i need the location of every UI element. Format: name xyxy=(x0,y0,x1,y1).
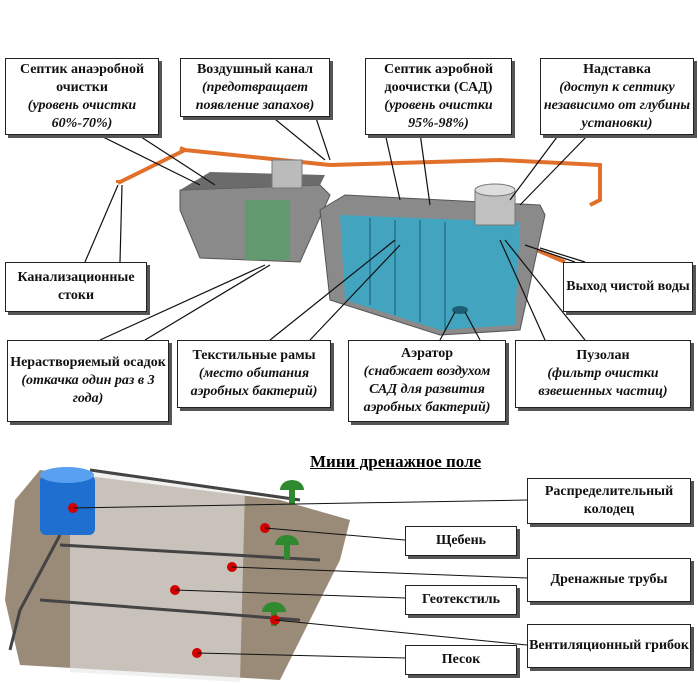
label-note: (уровень очистки 95%-98%) xyxy=(384,97,493,131)
label-note: (снабжает воздухом САД для развития аэро… xyxy=(363,364,491,415)
aerator xyxy=(452,306,468,314)
label-geotextile: Геотекстиль xyxy=(405,585,517,615)
label-title: Текстильные рамы xyxy=(192,348,316,363)
label-note: (уровень очистки 60%-70%) xyxy=(27,97,137,131)
label-title: Щебень xyxy=(435,533,487,548)
label-title: Септик анаэробной очистки xyxy=(19,61,145,95)
label-sediment: Нерастворяемый осадок (откачка один раз в… xyxy=(7,340,169,422)
label-extension: Надставка (доступ к септику независимо от… xyxy=(540,58,694,135)
label-note: (место обитания аэробных бактерий) xyxy=(190,366,318,399)
label-title: Песок xyxy=(441,652,481,667)
label-title: Воздушный канал xyxy=(196,61,314,77)
label-aerator: Аэратор (снабжает воздухом САД для развит… xyxy=(348,340,506,422)
geotextile xyxy=(70,470,245,682)
label-title: Нерастворяемый осадок xyxy=(10,355,166,370)
distribution-well xyxy=(40,475,95,535)
label-title: Выход чистой воды xyxy=(566,279,690,294)
label-distribution-well: Распределительный колодец xyxy=(527,478,691,524)
label-aerobic-septic: Септик аэробной доочистки (САД)(уровень … xyxy=(365,58,512,135)
label-title: Дренажные трубы xyxy=(550,572,668,587)
label-title: Надставка xyxy=(583,61,651,77)
label-title: Распределительный колодец xyxy=(544,484,674,517)
label-note: (фильтр очистки взвешенных частиц) xyxy=(538,366,668,399)
drain-pipes xyxy=(8,468,321,651)
label-title: Аэратор xyxy=(400,346,454,361)
label-title: Геотекстиль xyxy=(421,592,501,607)
orange-pipe xyxy=(116,146,602,264)
drain-field-title: Мини дренажное поле xyxy=(310,452,482,471)
label-vent-mushroom: Вентиляционный грибок xyxy=(527,624,691,668)
label-sewage-inlet: Канализационные стоки xyxy=(5,262,147,312)
label-textile-frames: Текстильные рамы (место обитания аэробных… xyxy=(177,340,331,408)
label-gravel: Щебень xyxy=(405,526,517,556)
label-sand: Песок xyxy=(405,645,517,675)
label-title: Канализационные стоки xyxy=(17,270,135,303)
air-channel-cap xyxy=(271,159,303,189)
label-note: (откачка один раз в 3 года) xyxy=(21,373,155,406)
label-title: Пузолан xyxy=(576,348,630,363)
label-drain-pipes: Дренажные трубы xyxy=(527,558,691,602)
label-clean-water-outlet: Выход чистой воды xyxy=(563,262,693,312)
label-note: (предотвращает появление запахов) xyxy=(195,79,315,113)
aerobic-tank-water xyxy=(340,215,520,330)
anaerobic-tank-cutaway xyxy=(245,200,290,260)
label-pozzolan: Пузолан (фильтр очистки взвешенных частиц… xyxy=(515,340,691,408)
vent-mushrooms xyxy=(262,480,304,626)
label-note: (доступ к септику независимо от глубины … xyxy=(543,79,691,131)
label-air-channel: Воздушный канал (предотвращает появление … xyxy=(180,58,330,117)
label-title: Септик аэробной доочистки (САД) xyxy=(383,61,494,95)
label-title: Вентиляционный грибок xyxy=(529,638,689,653)
label-anaerobic-septic: Септик анаэробной очистки(уровень очистк… xyxy=(5,58,159,135)
